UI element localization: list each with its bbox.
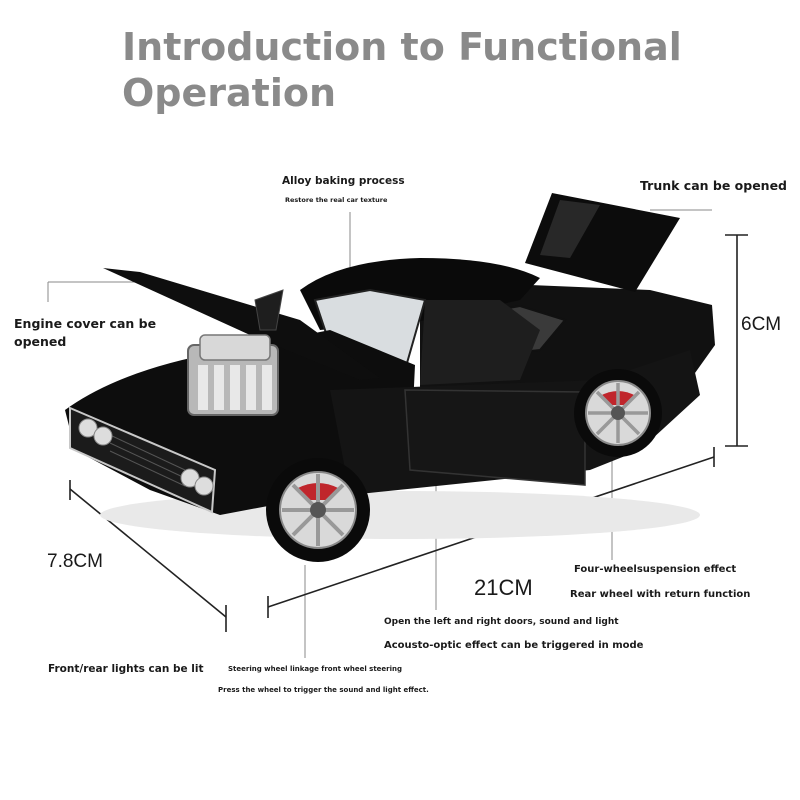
alloy-label: Alloy baking process [282,175,405,187]
press-label: Press the wheel to trigger the sound and… [218,686,429,694]
height-dimension-label: 6CM [741,314,782,335]
trunk-lid-highlight [540,200,600,258]
acousto-label: Acousto-optic effect can be triggered in… [384,640,644,651]
lights-label: Front/rear lights can be lit [48,663,204,675]
title-line-2: Operation [122,71,337,115]
grille-bars [109,434,186,487]
width-dimension-label: 7.8CM [47,551,103,572]
open-door [404,389,586,486]
suspension-label: Four-wheelsuspension effect [574,564,737,575]
engine [187,334,279,416]
engine-label: Engine cover can be opened [14,315,156,351]
page-title: Introduction to Functional Operation [122,24,682,116]
trunk-label: Trunk can be opened [640,178,787,193]
door-interior [420,300,540,385]
engine-label-line-2: opened [14,334,67,349]
alloy-sub-label: Restore the real car texture [285,196,388,204]
steering-label: Steering wheel linkage front wheel steer… [228,665,403,673]
headlight-left [78,418,98,438]
hood [103,268,380,380]
headlight-left-2 [93,426,113,446]
rear-wheel-label: Rear wheel with return function [570,589,751,600]
doors-label: Open the left and right doors, sound and… [384,617,619,627]
engine-label-line-1: Engine cover can be [14,316,157,331]
length-dimension-label: 21CM [474,575,533,600]
title-line-1: Introduction to Functional [122,25,682,69]
front-wheel [266,458,370,562]
width-dimension-line [69,488,227,618]
far-door [254,289,284,331]
headlight-right-2 [194,476,214,496]
rear-wheel [574,369,662,457]
car-model [65,193,715,562]
